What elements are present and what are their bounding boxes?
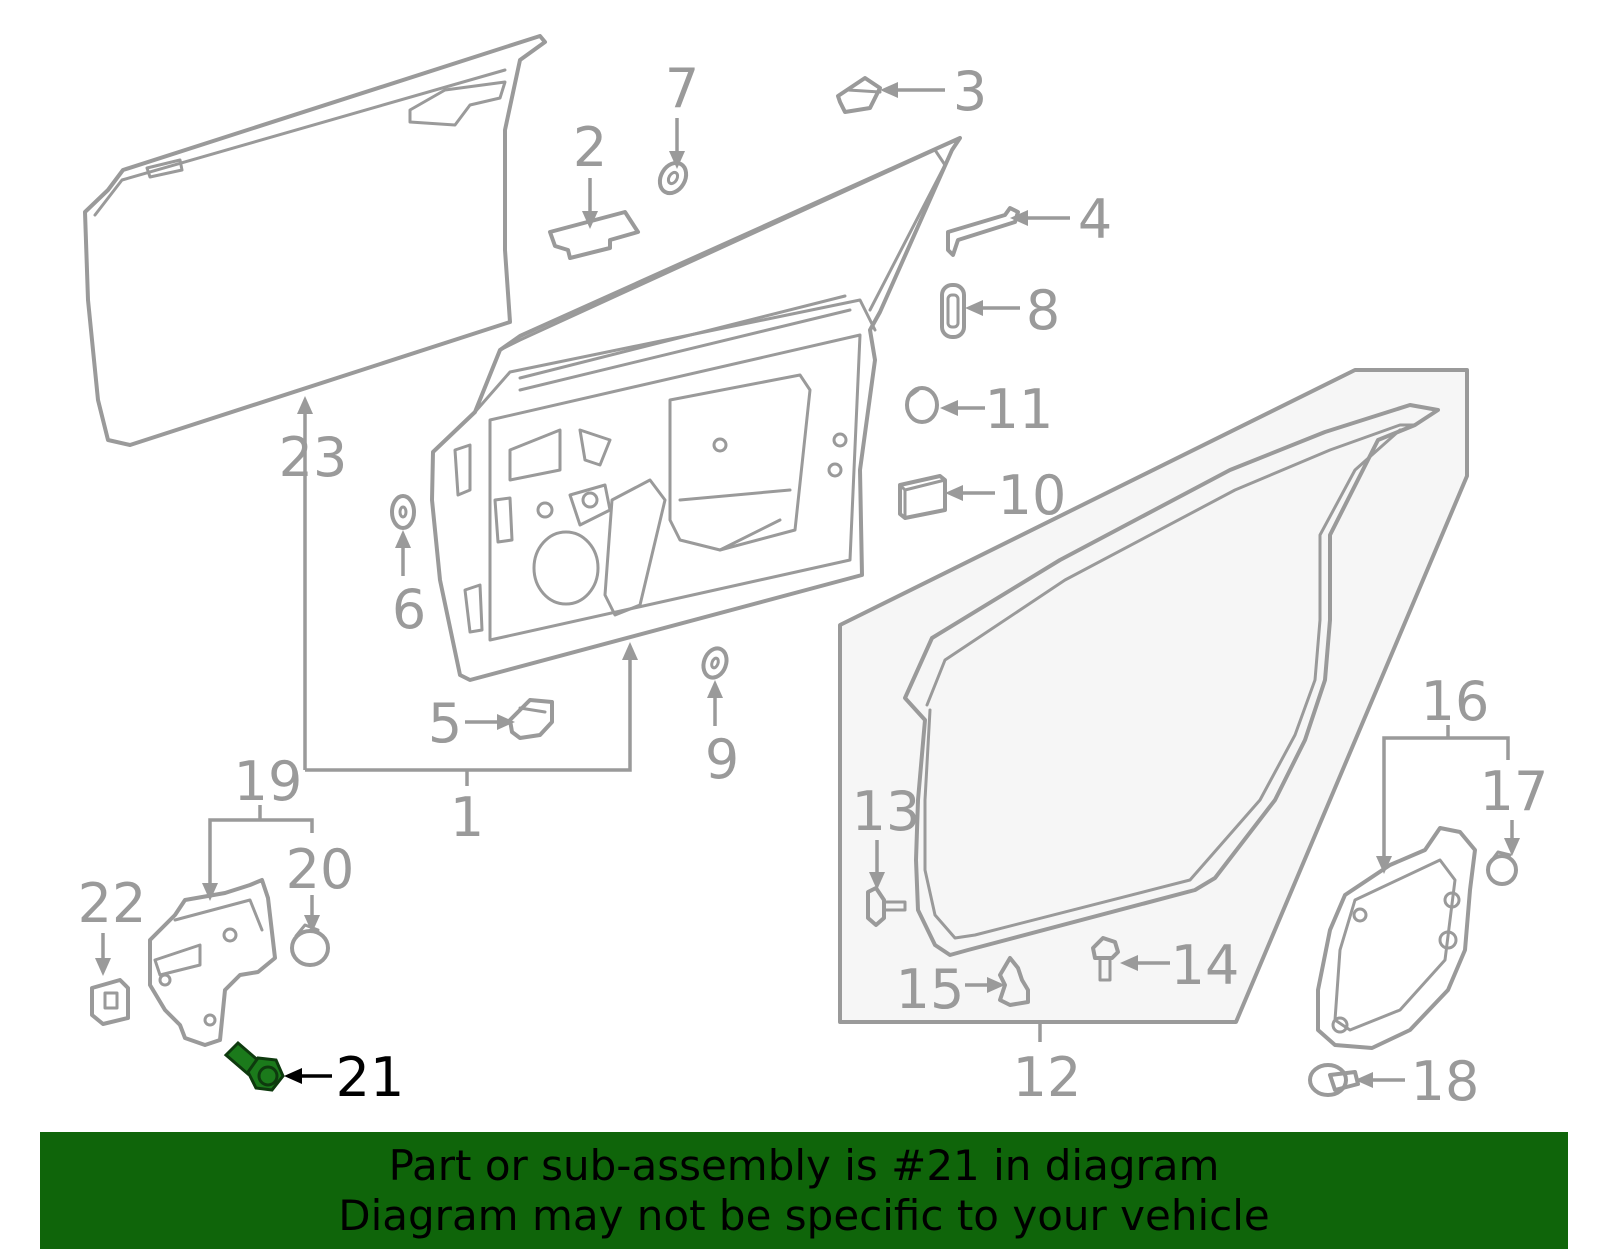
part-9-grommet[interactable] — [700, 645, 731, 681]
callout-22: 22 — [78, 872, 147, 935]
part-20-clip[interactable] — [290, 923, 330, 967]
callout-11: 11 — [985, 378, 1054, 441]
leader-lines — [95, 82, 1520, 1088]
banner-line-1: Part or sub-assembly is #21 in diagram — [388, 1140, 1220, 1190]
callout-2: 2 — [573, 116, 607, 179]
part-8-plug[interactable] — [940, 283, 966, 339]
part-3-clip[interactable] — [836, 76, 882, 114]
callout-labels: 1 2 3 4 5 6 7 8 9 10 11 12 13 14 15 16 1… — [78, 57, 1549, 1113]
part-15-clip[interactable] — [998, 956, 1030, 1007]
part-2-bracket[interactable] — [548, 210, 640, 260]
part-4-bracket[interactable] — [946, 206, 1020, 257]
part-17-clip[interactable] — [1486, 850, 1518, 886]
callout-4: 4 — [1078, 188, 1112, 251]
parts-diagram: 1 2 3 4 5 6 7 8 9 10 11 12 13 14 15 16 1… — [78, 34, 1549, 1113]
part-19-lock[interactable] — [148, 878, 277, 1047]
callout-12: 12 — [1013, 1046, 1082, 1109]
part-6-grommet[interactable] — [390, 494, 416, 530]
info-banner: Part or sub-assembly is #21 in diagram D… — [40, 1132, 1568, 1249]
callout-19: 19 — [234, 750, 303, 813]
part-18-clip[interactable] — [1308, 1063, 1360, 1097]
weatherstrip-assembly[interactable] — [838, 368, 1469, 1024]
door-shell[interactable] — [430, 136, 962, 682]
callout-18: 18 — [1411, 1050, 1480, 1113]
part-10-pad[interactable] — [898, 474, 947, 520]
callout-20: 20 — [286, 838, 355, 901]
callout-5: 5 — [428, 692, 462, 755]
callout-6: 6 — [392, 578, 426, 641]
banner-line-2: Diagram may not be specific to your vehi… — [338, 1190, 1270, 1240]
callout-8: 8 — [1026, 279, 1060, 342]
callout-14: 14 — [1171, 934, 1240, 997]
callout-7: 7 — [665, 57, 699, 120]
callout-16: 16 — [1421, 670, 1490, 733]
part-7-grommet[interactable] — [655, 158, 692, 198]
part-5-clip[interactable] — [508, 698, 554, 740]
callout-9: 9 — [705, 728, 739, 791]
callout-3: 3 — [953, 60, 987, 123]
callout-10: 10 — [998, 464, 1067, 527]
callout-15: 15 — [896, 958, 965, 1021]
part-16-check-assembly[interactable] — [1316, 826, 1477, 1050]
callout-17: 17 — [1480, 760, 1549, 823]
door-outer-panel[interactable] — [83, 34, 547, 447]
part-11-cap[interactable] — [905, 386, 939, 424]
part-13-clip[interactable] — [866, 886, 907, 927]
part-21-bolt-highlighted[interactable] — [223, 1040, 285, 1092]
callout-13: 13 — [852, 780, 921, 843]
callout-1: 1 — [450, 786, 484, 849]
part-22-cap[interactable] — [90, 978, 130, 1026]
callout-23: 23 — [279, 426, 348, 489]
part-14-clip[interactable] — [1091, 936, 1120, 982]
callout-21: 21 — [336, 1046, 405, 1109]
